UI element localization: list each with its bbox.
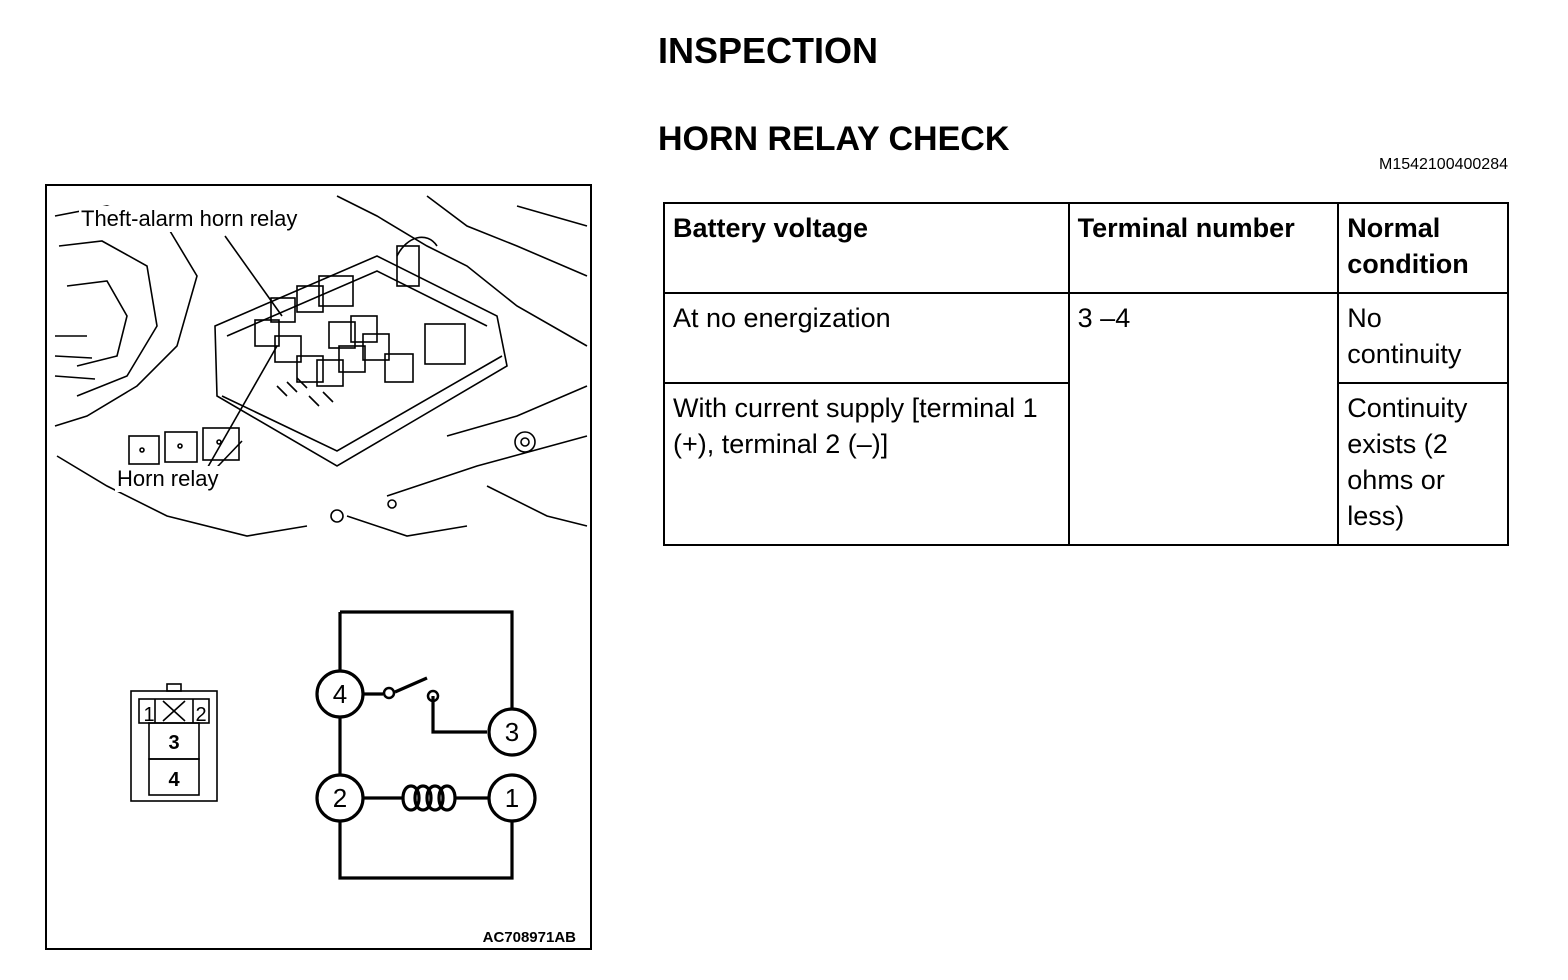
- horn-relay-label: Horn relay: [115, 466, 221, 492]
- circuit-terminal-1: 1: [505, 783, 519, 813]
- relay-illustration: 1 2 3 4 4 3 2 1: [54, 195, 588, 880]
- page-title: INSPECTION: [658, 30, 879, 71]
- cell-normal-condition: Continuity exists (2 ohms or less): [1337, 382, 1509, 546]
- document-id: M1542100400284: [1378, 156, 1508, 173]
- cell-terminal-number: 3 –4: [1067, 292, 1340, 546]
- cell-normal-condition: No continuity: [1337, 292, 1509, 384]
- circuit-terminal-4: 4: [333, 679, 347, 709]
- circuit-terminal-3: 3: [505, 717, 519, 747]
- connector-terminal-1: 1: [143, 704, 154, 726]
- cell-battery-voltage: With current supply [terminal 1 (+), ter…: [663, 382, 1070, 546]
- table-header-row: Battery voltage Terminal number Normal c…: [663, 202, 1509, 294]
- theft-alarm-horn-relay-label: Theft-alarm horn relay: [79, 206, 300, 232]
- cell-battery-voltage: At no energization: [663, 292, 1070, 384]
- horn-relay-check-table: Battery voltage Terminal number Normal c…: [663, 202, 1509, 546]
- connector-terminal-3: 3: [168, 732, 179, 754]
- header-battery-voltage: Battery voltage: [663, 202, 1070, 294]
- header-terminal-number: Terminal number: [1067, 202, 1340, 294]
- section-title: HORN RELAY CHECK: [658, 120, 1010, 158]
- circuit-terminal-2: 2: [333, 783, 347, 813]
- header-normal-condition: Normal condition: [1337, 202, 1509, 294]
- connector-terminal-4: 4: [168, 769, 180, 791]
- connector-terminal-2: 2: [195, 704, 206, 726]
- relay-illustration-figure: 1 2 3 4 4 3 2 1 Theft-alarm horn relay H…: [45, 184, 592, 950]
- figure-code: AC708971AB: [482, 929, 576, 946]
- table-row: With current supply [terminal 1 (+), ter…: [663, 382, 1509, 546]
- table-row: At no energization 3 –4 No continuity: [663, 292, 1509, 546]
